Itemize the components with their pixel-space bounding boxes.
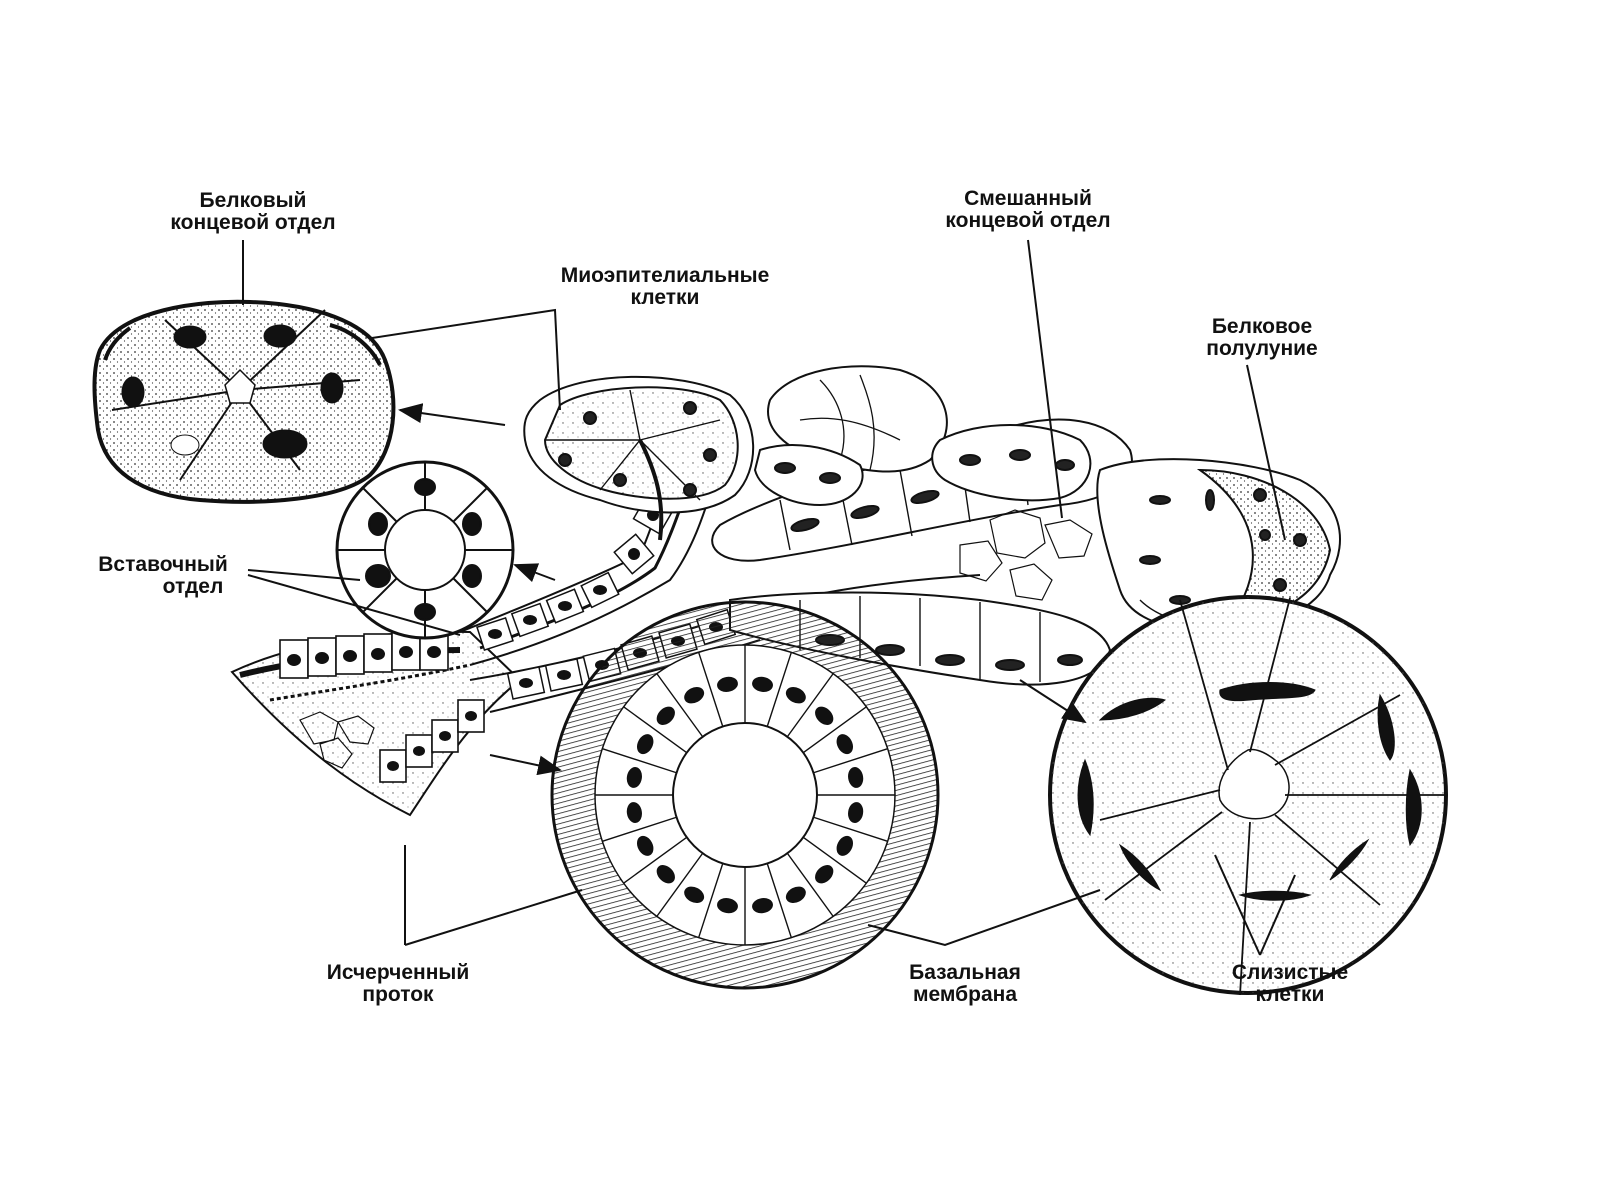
label-intercalated-line1: Вставочный bbox=[98, 553, 228, 576]
label-intercalated-line2: отдел bbox=[162, 575, 224, 598]
label-mixed-end-line2: концевой отдел bbox=[945, 209, 1111, 232]
label-protein-end-piece: Белковый концевой отдел bbox=[170, 190, 335, 234]
label-protein-end-piece-line1: Белковый bbox=[199, 189, 307, 212]
striated-cell-nucleus bbox=[626, 802, 642, 823]
striated-cell-border bbox=[786, 673, 834, 738]
label-protein-crescent-line1: Белковое bbox=[1211, 315, 1313, 338]
label-intercalated-section: Вставочный отдел bbox=[98, 554, 227, 598]
striated-cell-nucleus bbox=[836, 835, 854, 856]
striated-cell-nucleus bbox=[752, 898, 773, 914]
striated-cell-border bbox=[766, 652, 793, 727]
label-mixed-end-piece: Смешанный концевой отдел bbox=[945, 188, 1110, 232]
striated-cell-border bbox=[623, 836, 688, 884]
striated-cell-nucleus bbox=[836, 734, 854, 755]
striated-cell-border bbox=[813, 747, 888, 774]
striated-cell-border bbox=[602, 747, 677, 774]
label-protein-end-piece-line2: концевой отдел bbox=[170, 211, 336, 234]
label-myoepithelial-cells: Миоэпителиальные клетки bbox=[561, 265, 770, 309]
striated-cell-border bbox=[766, 863, 793, 938]
striated-cell-nucleus bbox=[636, 835, 654, 856]
striated-cell-nucleus bbox=[717, 898, 738, 914]
striated-cell-nucleus bbox=[656, 865, 675, 884]
striated-cell-border bbox=[656, 673, 704, 738]
striated-cell-border bbox=[802, 706, 867, 754]
label-myoepithelial-line1: Миоэпителиальные bbox=[560, 264, 770, 287]
protein-end-piece-section bbox=[92, 299, 396, 504]
striated-cell-nucleus bbox=[717, 676, 738, 692]
striated-cell-nucleus bbox=[752, 676, 773, 692]
striated-cell-nucleus bbox=[656, 706, 675, 725]
striated-cell-nucleus bbox=[636, 734, 654, 755]
label-protein-crescent-line2: полулуние bbox=[1206, 337, 1318, 360]
striated-cell-nucleus bbox=[848, 802, 864, 823]
label-striated-duct-line2: проток bbox=[362, 983, 434, 1006]
striated-cell-border bbox=[802, 836, 867, 884]
striated-cell-border bbox=[697, 652, 724, 727]
leader-lines bbox=[242, 239, 1296, 956]
label-basal-membrane-line2: мембрана bbox=[912, 983, 1018, 1006]
mucous-end-piece-section bbox=[1048, 595, 1448, 996]
label-striated-duct-line1: Исчерченный bbox=[326, 961, 470, 984]
striated-cell-nucleus bbox=[848, 767, 864, 788]
striated-cell-nucleus bbox=[815, 865, 834, 884]
label-basal-membrane-line1: Базальная bbox=[909, 961, 1021, 984]
striated-cell-border bbox=[602, 816, 677, 843]
striated-cell-nucleus bbox=[785, 686, 806, 704]
striated-cell-border bbox=[656, 852, 704, 917]
label-mucous-cells: Слизистые клетки bbox=[1232, 962, 1348, 1006]
striated-cell-nucleus bbox=[815, 706, 834, 725]
striated-cell-nucleus bbox=[785, 886, 806, 904]
striated-duct-section bbox=[550, 600, 940, 990]
striated-cell-nucleus bbox=[684, 686, 705, 704]
label-mucous-cells-line2: клетки bbox=[1255, 983, 1325, 1006]
label-mixed-end-line1: Смешанный bbox=[964, 187, 1092, 210]
striated-cell-nucleus bbox=[684, 886, 705, 904]
intercalated-section bbox=[335, 460, 515, 640]
label-protein-crescent: Белковое полулуние bbox=[1206, 316, 1317, 360]
striated-cell-border bbox=[697, 863, 724, 938]
label-myoepithelial-line2: клетки bbox=[630, 286, 700, 309]
label-striated-duct: Исчерченный проток bbox=[327, 962, 470, 1006]
label-basal-membrane: Базальная мембрана bbox=[909, 962, 1021, 1006]
striated-cell-border bbox=[813, 816, 888, 843]
striated-cell-border bbox=[623, 706, 688, 754]
striated-cell-nucleus bbox=[626, 767, 642, 788]
label-mucous-cells-line1: Слизистые bbox=[1231, 961, 1349, 984]
striated-cell-border bbox=[786, 852, 834, 917]
